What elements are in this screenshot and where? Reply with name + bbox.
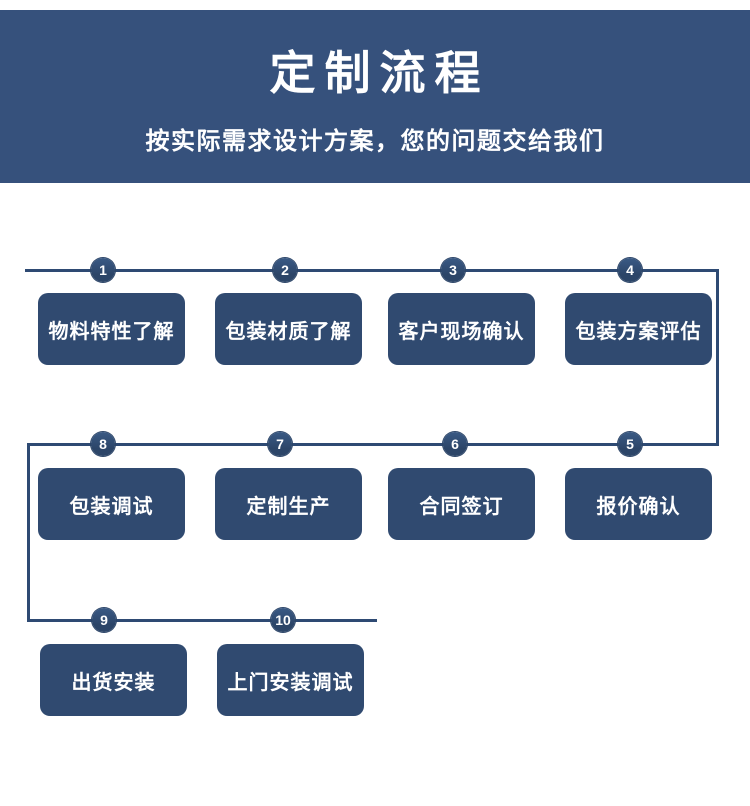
step-label: 包装方案评估 — [575, 320, 702, 343]
step-label: 上门安装调试 — [227, 671, 354, 694]
step-node-2: 2 — [273, 258, 297, 282]
step-node-9: 9 — [92, 608, 116, 632]
step-number: 8 — [99, 436, 107, 452]
step-node-8: 8 — [91, 432, 115, 456]
step-box-10: 上门安装调试 — [217, 644, 364, 716]
step-label: 报价确认 — [596, 495, 681, 518]
step-number: 2 — [281, 262, 289, 278]
step-box-5: 报价确认 — [565, 468, 712, 540]
page-subtitle: 按实际需求设计方案，您的问题交给我们 — [145, 128, 605, 155]
step-box-9: 出货安装 — [40, 644, 187, 716]
step-node-6: 6 — [443, 432, 467, 456]
step-number: 7 — [276, 436, 284, 452]
step-label: 出货安装 — [71, 671, 156, 694]
step-label: 合同签订 — [419, 495, 504, 518]
step-number: 6 — [451, 436, 459, 452]
connector-line-row1 — [25, 269, 719, 272]
step-node-3: 3 — [441, 258, 465, 282]
step-number: 10 — [275, 612, 291, 628]
step-box-8: 包装调试 — [38, 468, 185, 540]
step-number: 9 — [100, 612, 108, 628]
connector-line-left — [27, 443, 30, 622]
step-node-5: 5 — [618, 432, 642, 456]
step-box-2: 包装材质了解 — [215, 293, 362, 365]
step-label: 客户现场确认 — [398, 320, 525, 343]
step-number: 1 — [99, 262, 107, 278]
step-node-10: 10 — [271, 608, 295, 632]
step-box-7: 定制生产 — [215, 468, 362, 540]
step-node-4: 4 — [618, 258, 642, 282]
step-number: 4 — [626, 262, 634, 278]
step-box-4: 包装方案评估 — [565, 293, 712, 365]
connector-line-right — [716, 269, 719, 446]
step-label: 包装调试 — [69, 495, 154, 518]
step-number: 5 — [626, 436, 634, 452]
step-box-3: 客户现场确认 — [388, 293, 535, 365]
step-node-1: 1 — [91, 258, 115, 282]
step-label: 物料特性了解 — [48, 320, 175, 343]
step-label: 定制生产 — [246, 495, 331, 518]
header-banner: 定制流程 按实际需求设计方案，您的问题交给我们 — [0, 10, 750, 183]
step-number: 3 — [449, 262, 457, 278]
step-box-6: 合同签订 — [388, 468, 535, 540]
step-box-1: 物料特性了解 — [38, 293, 185, 365]
connector-line-row2 — [27, 443, 719, 446]
step-node-7: 7 — [268, 432, 292, 456]
page-title: 定制流程 — [269, 47, 490, 99]
step-label: 包装材质了解 — [225, 320, 352, 343]
connector-line-row3 — [27, 619, 377, 622]
